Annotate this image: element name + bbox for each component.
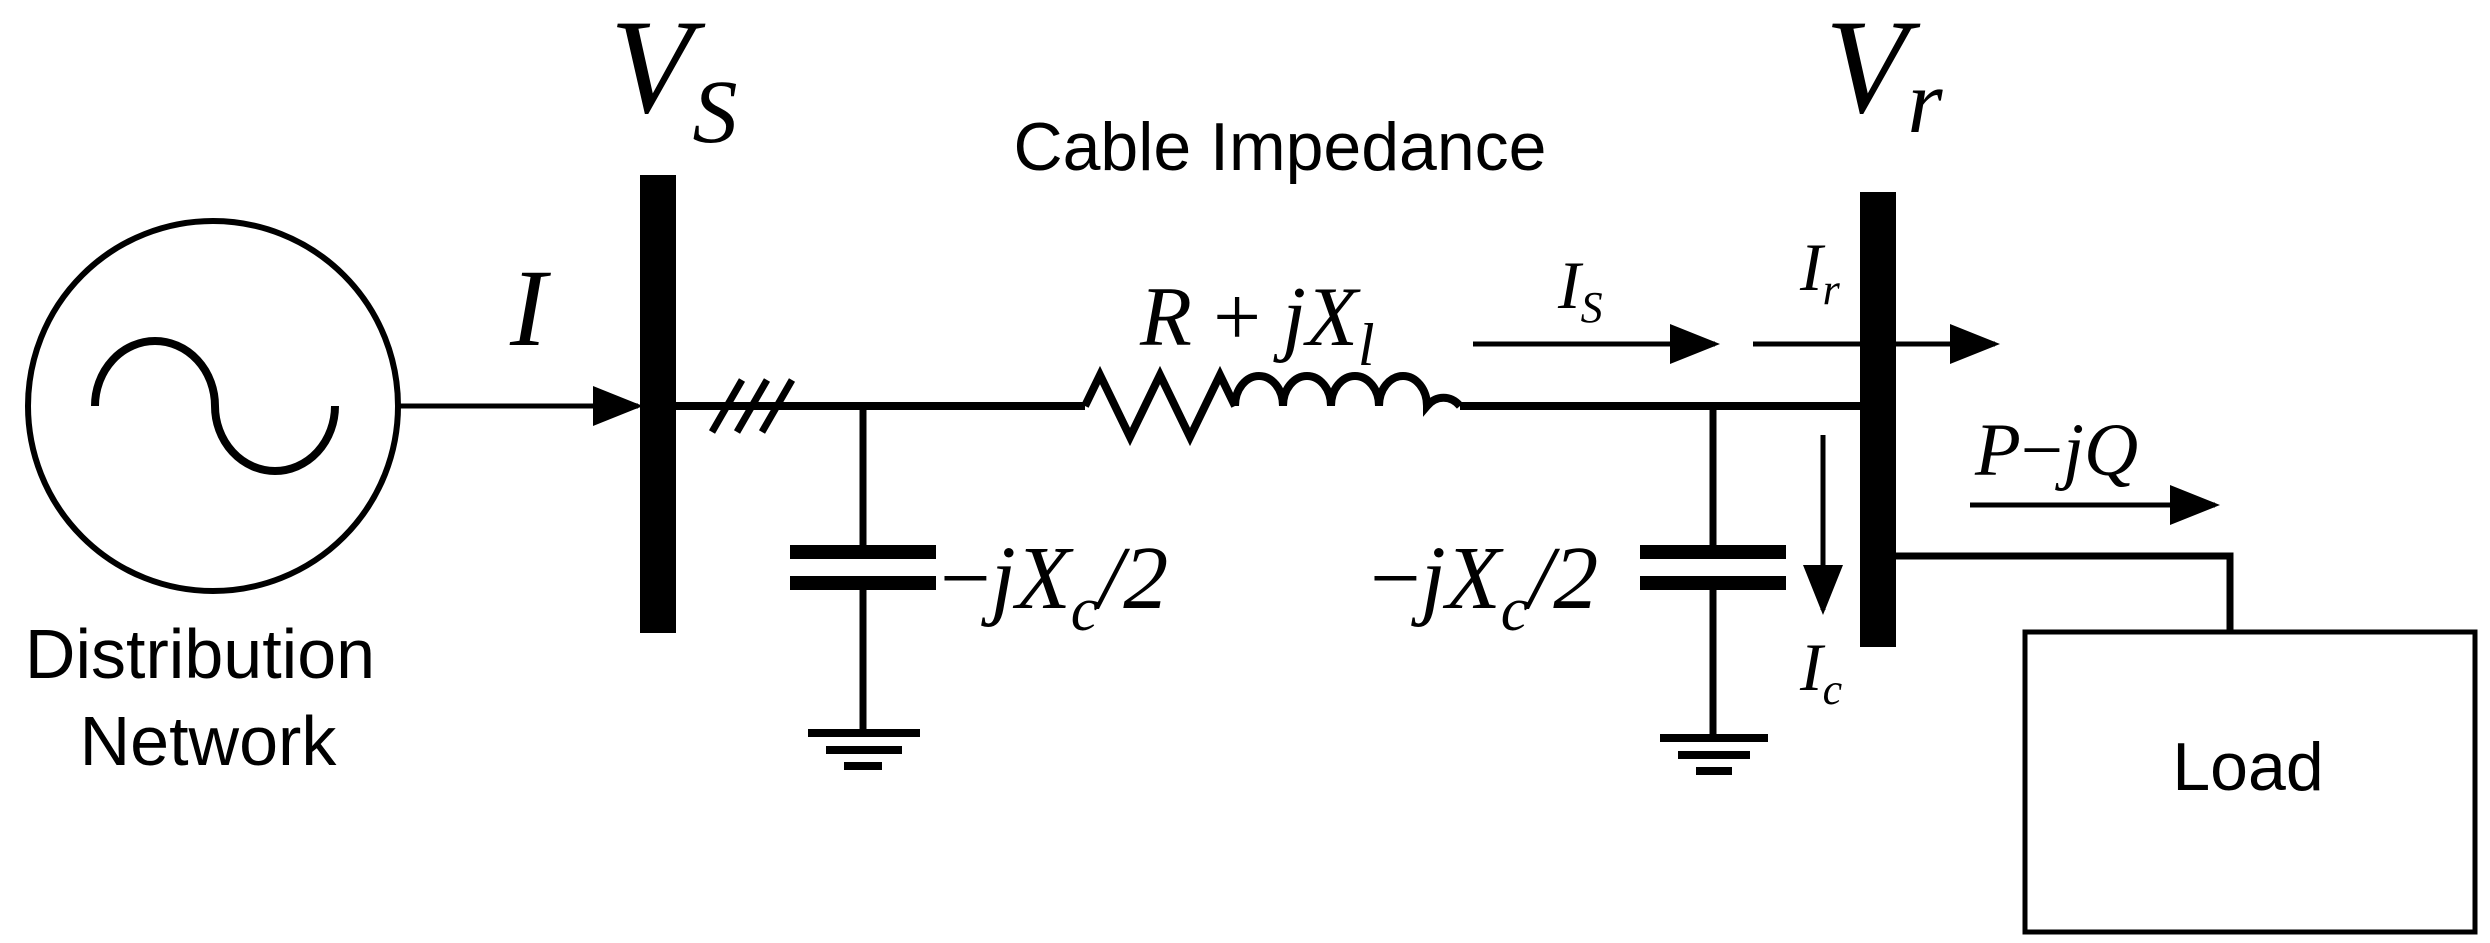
sending-voltage-label: VS [610, 0, 737, 162]
ac-source-icon [25, 218, 401, 594]
capacitor-right-label: −jXc/2 [1370, 529, 1598, 644]
load-feeder-line [1896, 552, 2234, 632]
source-label-line2: Network [80, 702, 338, 780]
receiving-current-label: Ir [1799, 229, 1841, 314]
shunt-capacitor-right [1640, 406, 1786, 735]
power-flow-label: P−jQ [1974, 409, 2138, 492]
sending-current-label: IS [1557, 247, 1603, 332]
sending-busbar [640, 175, 676, 633]
resistor [1081, 365, 1239, 447]
source-label-line1: Distribution [25, 615, 375, 693]
load-label: Load [2172, 729, 2323, 805]
capacitor-current-label: Ic [1799, 629, 1843, 714]
load-box [2022, 629, 2478, 935]
ground-icon-right [1660, 734, 1768, 775]
inductor [1231, 372, 1464, 417]
receiving-busbar [1860, 192, 1896, 647]
ground-icon-left [808, 729, 920, 770]
capacitor-left-label: −jXc/2 [940, 529, 1168, 644]
receiving-voltage-label: Vr [1825, 0, 1943, 152]
cable-impedance-title: Cable Impedance [1013, 109, 1546, 185]
shunt-capacitor-left [790, 406, 936, 730]
source-current-label: I [509, 247, 551, 369]
impedance-label: R + jXl [1139, 270, 1375, 378]
three-phase-marker [708, 378, 796, 434]
